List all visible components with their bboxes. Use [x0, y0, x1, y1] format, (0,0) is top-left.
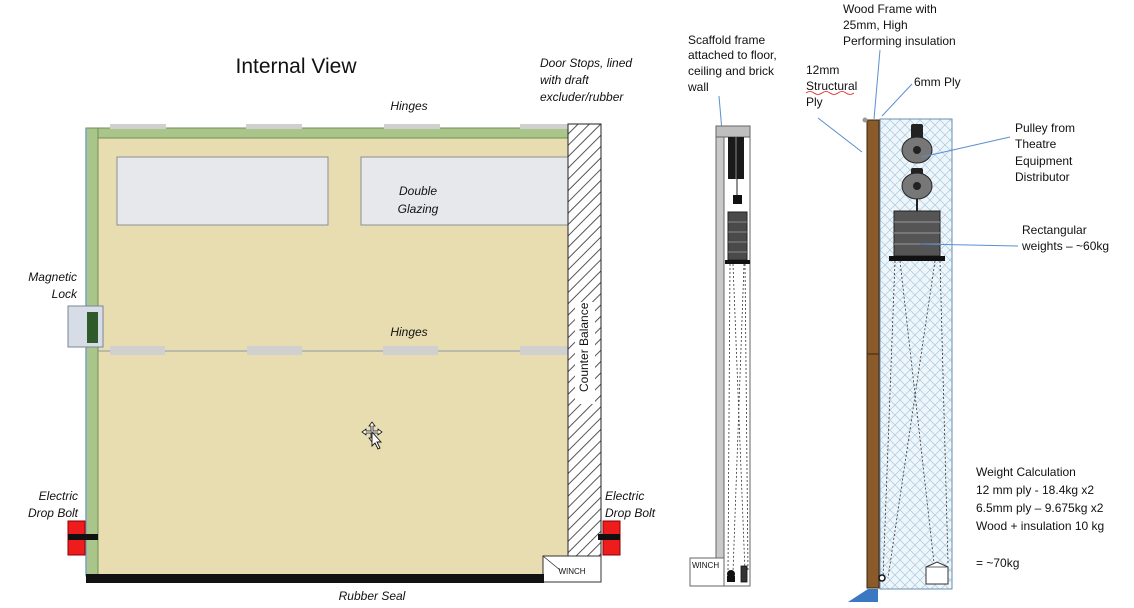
scaffold-weight-base — [725, 260, 750, 264]
internal-view-title: Internal View — [235, 55, 357, 78]
six-mm-ply-leader — [881, 83, 913, 117]
wood-frame-label-line2: 25mm, High — [843, 18, 908, 32]
counterweight-rope — [899, 260, 935, 564]
scaffold-hook — [733, 195, 742, 204]
hinge-middle — [247, 346, 302, 355]
wood-frame-leader — [873, 49, 881, 120]
door-stops-label-line3: excluder/rubber — [540, 90, 624, 104]
weight-calc-line: 12 mm ply - 18.4kg x2 — [976, 483, 1094, 497]
drop-bolt-left-label-line1: Electric — [39, 489, 78, 503]
weight-calc-line: 6.5mm ply – 9.675kg x2 — [976, 501, 1104, 515]
scaffold-label-line4: wall — [687, 80, 709, 94]
pulley-label-line1: Pulley from — [1015, 121, 1075, 135]
hinge-top — [110, 124, 166, 129]
scaffold-label-line1: Scaffold frame — [688, 33, 765, 47]
door-stops-label-line2: with draft — [540, 73, 589, 87]
door-frame-left — [85, 127, 99, 577]
hinge-top — [520, 124, 570, 129]
weight-base — [889, 256, 945, 261]
pulley-label-line3: Equipment — [1015, 154, 1073, 168]
scaffold-rope — [732, 263, 746, 573]
double-glazing-label-line1: Double — [399, 184, 437, 198]
hinges-top-label: Hinges — [390, 99, 427, 113]
internal-view: Internal View Hinges Double Glazing Hing… — [28, 55, 656, 603]
pulley-label-line2: Theatre — [1015, 137, 1057, 151]
counter-balance-label-bg — [575, 302, 595, 404]
scaffold-label-line3: ceiling and brick — [688, 64, 775, 78]
hinge-top — [384, 124, 440, 129]
scaffold-weights — [727, 211, 748, 261]
move-cursor-icon — [361, 421, 383, 450]
counterweight-rope — [882, 260, 896, 579]
hinge-top — [246, 124, 302, 129]
hinges-middle-label: Hinges — [390, 325, 427, 339]
scaffold-winch-label: WINCH — [692, 561, 719, 570]
magnetic-lock-plate — [87, 312, 98, 343]
weight-calc-line: Weight Calculation — [976, 465, 1076, 479]
door-frame-top — [97, 127, 571, 139]
scaffold-winch-base — [727, 576, 735, 582]
pulley-leader — [921, 136, 1011, 158]
scaffold-label-line2: attached to floor, — [688, 48, 777, 62]
floor-anchor — [925, 561, 949, 585]
structural-ply-leader — [817, 117, 863, 153]
six-mm-ply-label: 6mm Ply — [914, 75, 961, 89]
section-view: Wood Frame with 25mm, High Performing in… — [805, 2, 1109, 602]
pulley-lower — [901, 168, 933, 200]
structural-ply-label-line1: 12mm — [806, 63, 839, 77]
weights-label-line1: Rectangular — [1022, 223, 1087, 237]
frame-pivot — [862, 117, 868, 123]
drop-bolt-right-label-line1: Electric — [605, 489, 644, 503]
scaffold-view: Scaffold frame attached to floor, ceilin… — [687, 33, 777, 587]
rubber-seal-label: Rubber Seal — [339, 589, 406, 603]
counter-balance-label: Counter Balance — [577, 302, 591, 392]
weight-calc-total: = ~70kg — [976, 556, 1019, 570]
winch-box-detail — [542, 555, 561, 571]
glazing-panel-left — [116, 156, 329, 226]
counterweight-rope — [887, 260, 936, 579]
winch-label: WINCH — [558, 567, 585, 576]
rubber-seal — [86, 574, 544, 583]
bottom-pivot — [878, 574, 886, 582]
scaffold-top-bar — [715, 125, 751, 138]
scaffold-rope — [744, 263, 749, 573]
drop-bolt-left-label-line2: Drop Bolt — [28, 506, 79, 520]
scaffold-anchor — [740, 565, 748, 583]
weights-label-line2: weights – ~60kg — [1021, 239, 1109, 253]
magnetic-lock-label-line1: Magnetic — [28, 270, 77, 284]
wood-frame-label-line1: Wood Frame with — [843, 2, 937, 16]
pivot-wedge — [848, 589, 878, 602]
weight-calculation: Weight Calculation 12 mm ply - 18.4kg x2… — [976, 465, 1104, 570]
scaffold-rope — [727, 263, 731, 573]
hinge-middle — [383, 346, 438, 355]
spellcheck-underline — [805, 91, 855, 95]
scaffold-rope — [732, 263, 745, 573]
drop-bolt-right-pin — [598, 534, 620, 540]
door-stops-label-line1: Door Stops, lined — [540, 56, 632, 70]
glazing-panel-right — [360, 156, 571, 226]
scaffold-post — [715, 125, 725, 587]
pulley-label-line4: Distributor — [1015, 170, 1070, 184]
wood-frame-label-line3: Performing insulation — [843, 34, 956, 48]
hinge-middle — [520, 346, 568, 355]
weights-leader — [919, 243, 1019, 247]
weight-calc-line: Wood + insulation 10 kg — [976, 519, 1104, 533]
scaffold-winch-box — [689, 557, 725, 587]
winch-box — [542, 555, 602, 583]
structural-ply-label-line2: Structural — [806, 79, 857, 93]
scaffold-leader-line — [718, 95, 723, 132]
drop-bolt-right-label-line2: Drop Bolt — [605, 506, 656, 520]
drop-bolt-left-pin — [68, 534, 98, 540]
magnetic-lock-label-line2: Lock — [52, 287, 78, 301]
structural-ply-label-line3: Ply — [806, 95, 823, 109]
hinge-middle — [110, 346, 165, 355]
double-glazing-label-line2: Glazing — [398, 202, 439, 216]
